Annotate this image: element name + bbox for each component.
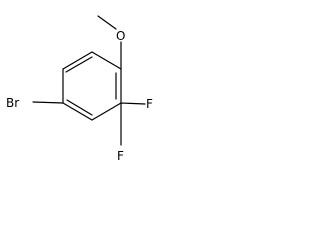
ring-bond-top-right xyxy=(91,51,122,70)
ring-double-bond-inner-top xyxy=(65,56,93,73)
fluorine-atom-label-2: F xyxy=(117,149,124,163)
fluorine-atom-label-1: F xyxy=(146,97,153,111)
chemical-structure-diagram: Br O F F xyxy=(6,15,153,163)
ring-bond-top-left xyxy=(62,51,93,70)
ring-bond-bottom-right xyxy=(91,102,122,121)
bond-ring-fluorine-1 xyxy=(120,102,146,105)
ring-double-bond-inner-bottom xyxy=(66,99,93,116)
bond-ring-bromine xyxy=(32,101,64,104)
oxygen-atom-label: O xyxy=(116,29,125,43)
ring-bond-bottom-left xyxy=(62,102,93,121)
structure-canvas: Br O F F xyxy=(0,0,181,185)
bromine-atom-label: Br xyxy=(6,96,19,110)
bond-oxygen-methyl xyxy=(97,15,117,30)
